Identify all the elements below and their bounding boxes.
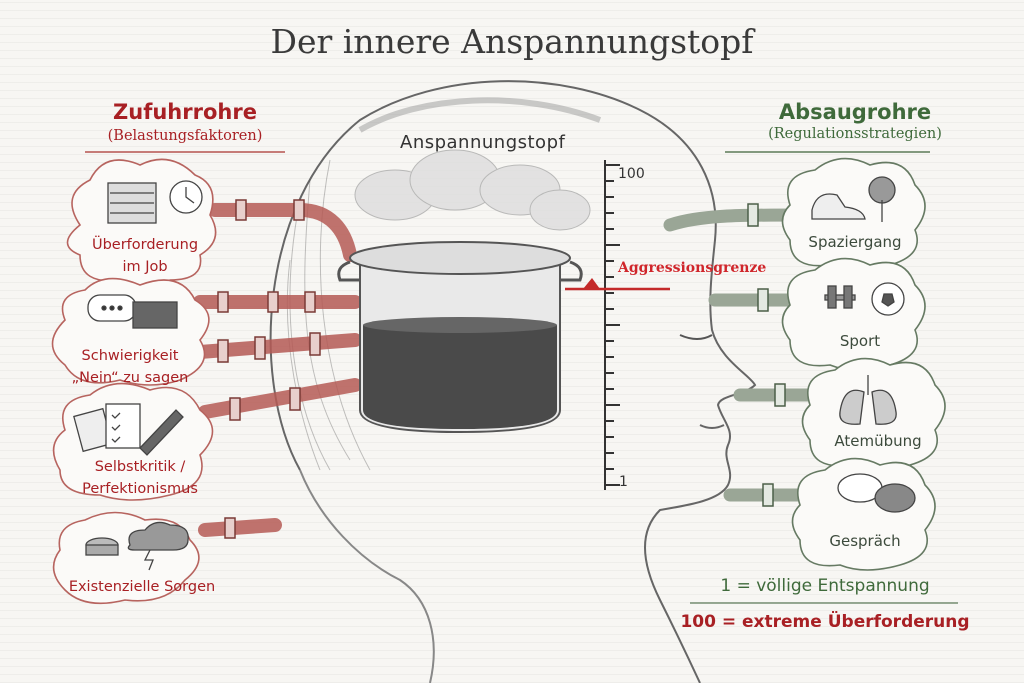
chat-bubbles-icon [837, 473, 916, 513]
aggression-threshold-label: Aggressionsgrenze [618, 260, 767, 276]
pot-label: Anspannungstopf [400, 132, 566, 153]
steam [354, 149, 591, 231]
stress-item-existential: Existenzielle Sorgen [57, 576, 227, 598]
coins-storm-cloud-icon [85, 521, 189, 571]
item-line2: im Job [122, 259, 168, 275]
speech-bubbles-icon [87, 294, 178, 329]
item-line1: Schwierigkeit [81, 348, 179, 364]
aggression-threshold [565, 278, 670, 291]
regulation-item-conversation: Gespräch [829, 532, 901, 550]
suction-heading: Absaugrohre [778, 100, 932, 124]
tension-pot [337, 241, 583, 434]
dumbbell-ball-icon [824, 282, 905, 316]
page-title: Der innere Anspannungstopf [270, 22, 754, 61]
scale-max-label: 100 [618, 166, 645, 182]
stress-item-saying-no: Schwierigkeit „Nein“ zu sagen [45, 345, 215, 389]
stress-item-perfectionism: Selbstkritik / Perfektionismus [55, 456, 225, 500]
item-line1: Existenzielle Sorgen [68, 579, 216, 595]
item-line2: Perfektionismus [82, 481, 198, 497]
scale-min-label: 1 [619, 474, 628, 490]
regulation-item-breathing: Atemübung [834, 432, 922, 450]
stress-item-job: Überforderung im Job [60, 234, 230, 278]
item-line1: Überforderung [91, 237, 199, 253]
supply-heading: Zufuhrrohre [113, 100, 257, 124]
suction-subheading: (Regulationsstrategien) [768, 126, 942, 142]
tension-scale [604, 160, 620, 490]
supply-pipes [193, 199, 362, 539]
papers-clock-icon [107, 180, 203, 224]
supply-subheading: (Belastungsfaktoren) [107, 128, 263, 144]
item-line1: Selbstkritik / [94, 459, 186, 475]
item-line2: „Nein“ zu sagen [71, 370, 189, 386]
regulation-clouds [781, 157, 946, 571]
legend-high: 100 = extreme Überforderung [680, 612, 970, 632]
regulation-item-sport: Sport [839, 332, 881, 350]
head-sketch [269, 80, 757, 683]
checklist-pencil-icon [73, 403, 184, 456]
lungs-icon [839, 375, 897, 425]
legend-low: 1 = völlige Entspannung [720, 576, 930, 596]
pot-liquid [363, 325, 557, 429]
shoe-tree-icon [811, 176, 896, 222]
regulation-item-walk: Spaziergang [808, 233, 902, 251]
